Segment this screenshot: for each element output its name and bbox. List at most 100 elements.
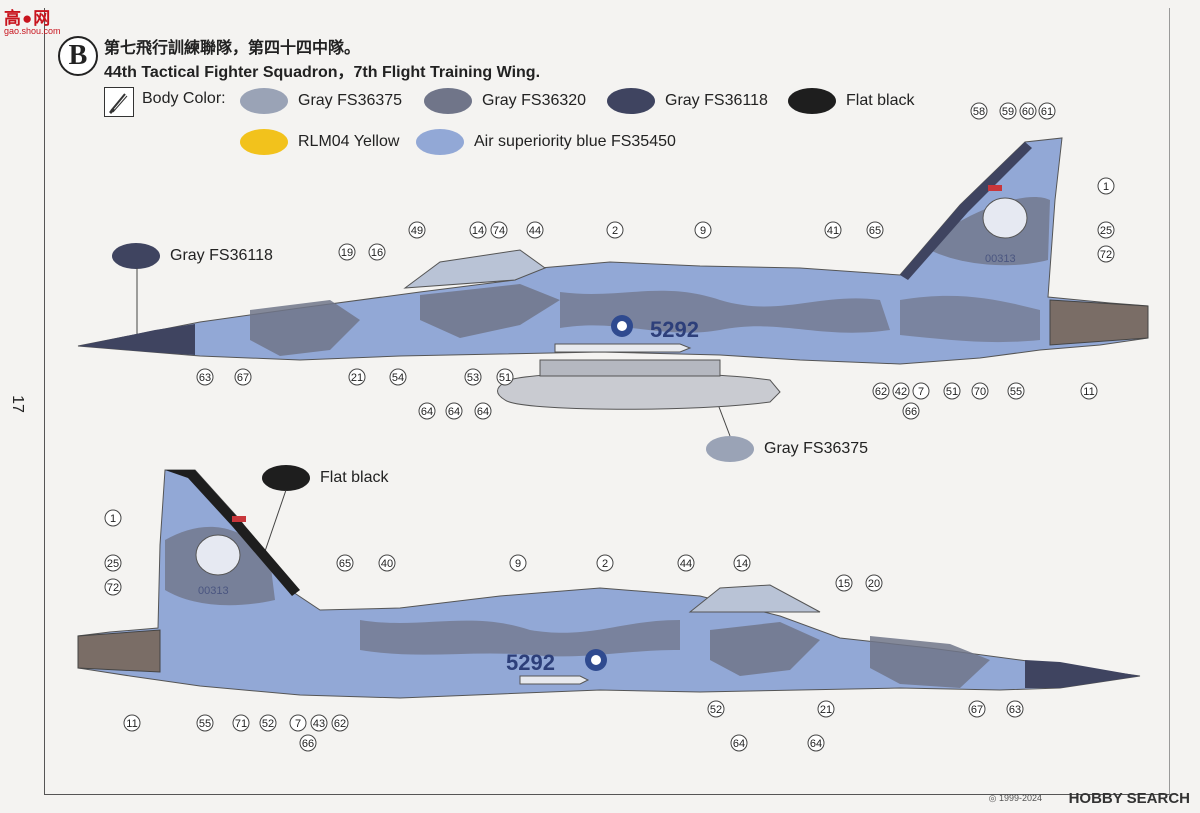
svg-text:72: 72 [107,582,119,594]
part-number-top-14: 14 [469,221,487,239]
part-number-top-64: 64 [418,402,436,420]
svg-text:54: 54 [392,372,404,384]
part-number-top-1: 1 [1097,177,1115,195]
svg-text:65: 65 [339,558,351,570]
legend-item-air-superiority-blue: Air superiority blue FS35450 [416,129,676,155]
svg-text:66: 66 [905,406,917,418]
aircraft-bottom-profile: 5292 00313 [77,469,1141,699]
svg-text:67: 67 [971,704,983,716]
part-number-bottom-25: 25 [104,554,122,572]
part-number-bottom-9: 9 [509,554,527,572]
svg-text:64: 64 [810,738,822,750]
color-swatch [607,88,655,114]
svg-text:9: 9 [515,558,521,570]
part-number-top-49: 49 [408,221,426,239]
svg-text:51: 51 [946,386,958,398]
svg-text:65: 65 [869,225,881,237]
svg-text:11: 11 [126,718,137,730]
part-number-top-7: 7 [912,382,930,400]
svg-text:64: 64 [733,738,745,750]
part-number-top-41: 41 [824,221,842,239]
svg-text:9: 9 [700,225,706,237]
part-number-top-19: 19 [338,243,356,261]
part-number-bottom-67: 67 [968,700,986,718]
part-number-bottom-40: 40 [378,554,396,572]
section-letter-badge: B [58,36,98,76]
part-number-top-42: 42 [892,382,910,400]
svg-text:16: 16 [371,247,383,259]
part-number-bottom-52: 52 [707,700,725,718]
section-title-english: 44th Tactical Fighter Squadron，7th Fligh… [104,64,541,81]
svg-text:25: 25 [107,558,119,570]
svg-text:64: 64 [421,406,433,418]
svg-text:43: 43 [313,718,325,730]
part-number-bottom-11: 11 [123,714,141,732]
part-number-bottom-14: 14 [733,554,751,572]
svg-text:62: 62 [334,718,346,730]
watermark-mark-bottom: ◎ 1999-2024 [988,793,1042,803]
callout-tail-color: Flat black [262,465,388,491]
svg-text:14: 14 [736,558,748,570]
svg-text:70: 70 [974,386,986,398]
svg-text:2: 2 [612,225,618,237]
part-number-top-44: 44 [526,221,544,239]
part-number-bottom-64: 64 [807,734,825,752]
part-number-top-64: 64 [445,402,463,420]
svg-text:2: 2 [602,558,608,570]
svg-text:44: 44 [680,558,692,570]
part-number-bottom-52: 52 [259,714,277,732]
svg-text:74: 74 [493,225,505,237]
part-number-top-65: 65 [866,221,884,239]
legend-heading: Body Color: [142,90,226,107]
part-number-top-11: 11 [1080,382,1098,400]
part-number-bottom-65: 65 [336,554,354,572]
part-number-top-64: 64 [474,402,492,420]
part-number-bottom-66: 66 [299,734,317,752]
svg-text:63: 63 [199,372,211,384]
watermark-site-top: gao.shou.com [4,26,61,36]
part-number-bottom-43: 43 [310,714,328,732]
part-number-bottom-63: 63 [1006,700,1024,718]
part-number-top-16: 16 [368,243,386,261]
page-frame [44,8,1170,795]
svg-text:64: 64 [448,406,460,418]
section-title-chinese: 第七飛行訓練聯隊，第四十四中隊。 [104,40,361,57]
part-number-top-25: 25 [1097,221,1115,239]
svg-text:51: 51 [499,372,511,384]
svg-text:64: 64 [477,406,489,418]
callout-nose-color: Gray FS36118 [112,243,273,269]
part-number-bottom-7: 7 [289,714,307,732]
color-swatch [424,88,472,114]
part-number-top-67: 67 [234,368,252,386]
svg-text:42: 42 [895,386,907,398]
part-number-top-59: 59 [999,102,1017,120]
color-swatch [240,129,288,155]
part-number-top-51: 51 [496,368,514,386]
part-number-top-61: 61 [1038,102,1056,120]
svg-text:40: 40 [381,558,393,570]
part-number-top-58: 58 [970,102,988,120]
part-number-top-53: 53 [464,368,482,386]
svg-text:52: 52 [710,704,722,716]
tail-code-bottom: 00313 [198,585,229,597]
svg-text:63: 63 [1009,704,1021,716]
svg-text:21: 21 [820,704,832,716]
part-number-bottom-44: 44 [677,554,695,572]
color-swatch [788,88,836,114]
paintbrush-icon [104,87,134,117]
svg-text:58: 58 [973,106,985,118]
svg-text:59: 59 [1002,106,1014,118]
part-number-bottom-15: 15 [835,574,853,592]
color-swatch [240,88,288,114]
svg-text:60: 60 [1022,106,1034,118]
svg-text:1: 1 [1103,181,1109,193]
part-number-top-70: 70 [971,382,989,400]
svg-text:41: 41 [827,225,839,237]
svg-text:71: 71 [235,718,247,730]
svg-text:44: 44 [529,225,541,237]
svg-text:19: 19 [341,247,353,259]
svg-text:67: 67 [237,372,249,384]
svg-text:62: 62 [875,386,887,398]
svg-text:7: 7 [918,386,924,398]
